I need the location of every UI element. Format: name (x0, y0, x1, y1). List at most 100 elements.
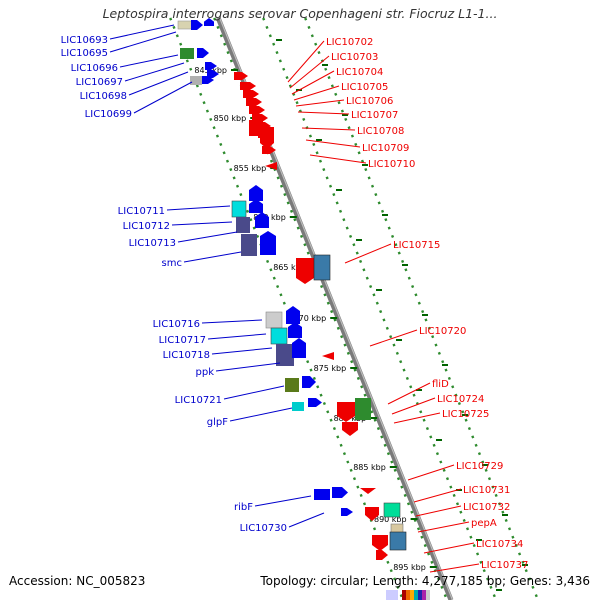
gene-label-right: fliD (432, 379, 449, 390)
track-dots (169, 17, 540, 600)
gene-block (249, 120, 263, 136)
gene-block (386, 590, 398, 600)
track-line-1 (169, 17, 405, 600)
leader-line (124, 62, 185, 82)
gene-label-right: LIC10732 (463, 502, 510, 513)
gene-block (418, 590, 422, 600)
gene-block (402, 590, 406, 600)
leader-line (109, 31, 177, 53)
gene-arrow (260, 231, 276, 255)
gene-block (383, 502, 401, 518)
gene-arrow (341, 508, 353, 516)
gene-label-right: LIC10702 (326, 37, 373, 48)
gene-label-left: LIC10699 (85, 109, 132, 120)
gene-arrow (205, 62, 217, 70)
gene-label-right: LIC10715 (393, 240, 440, 251)
leader-line (413, 488, 462, 503)
leader-line (171, 221, 233, 226)
gene-label-left: LIC10695 (61, 48, 108, 59)
leader-line (207, 333, 267, 340)
leader-line (293, 85, 340, 101)
gene-label-right: LIC10706 (346, 96, 393, 107)
scale-label: 890 kbp (374, 515, 407, 524)
leader-line (133, 81, 193, 114)
gene-block (426, 590, 430, 600)
gene-arrow (376, 550, 388, 560)
gene-label-right: LIC10710 (368, 159, 415, 170)
gene-arrow (202, 76, 214, 84)
leader-line (297, 111, 350, 115)
gene-arrow (191, 20, 203, 30)
gene-label-left: LIC10711 (118, 206, 165, 217)
gene-label-right: LIC10729 (456, 461, 503, 472)
scale-label: 875 kbp (314, 364, 347, 373)
gene-label-left: LIC10696 (71, 63, 118, 74)
gene-block (180, 48, 194, 59)
gene-label-right: LIC10709 (362, 143, 409, 154)
leader-line (287, 40, 325, 83)
gene-arrow (262, 146, 276, 154)
scale-label: 895 kbp (393, 563, 426, 572)
gene-block (241, 234, 257, 256)
gene-block (231, 200, 247, 218)
gene-label-left: ribF (234, 502, 253, 513)
gene-arrow (286, 306, 300, 324)
track-line-2 (213, 17, 449, 600)
gene-labels: LIC10693LIC10695LIC10696LIC10697LIC10698… (61, 35, 529, 571)
gene-arrow (249, 106, 265, 114)
gene-arrow (360, 488, 376, 494)
gene-label-left: glpF (207, 417, 228, 428)
leader-line (288, 512, 325, 528)
leader-line (177, 231, 238, 243)
scale-label: 870 kbp (294, 314, 327, 323)
scale-label: 865 kbp (273, 263, 306, 272)
gene-arrow (296, 258, 314, 284)
leader-line (215, 362, 281, 372)
gene-label-right: LIC10724 (437, 394, 484, 405)
gene-label-left: smc (162, 258, 182, 269)
gene-label-left: LIC10721 (175, 395, 222, 406)
leader-line (166, 205, 231, 211)
gene-arrow (243, 90, 259, 98)
gene-label-right: LIC10703 (331, 52, 378, 63)
gene-block (177, 20, 193, 30)
leader-line (391, 397, 436, 415)
genome-title: Leptospira interrogans serovar Copenhage… (102, 6, 498, 21)
gene-block (236, 217, 250, 233)
gene-arrow (197, 48, 209, 58)
gene-block (355, 398, 371, 420)
gene-arrow (302, 376, 316, 388)
gene-block (313, 254, 331, 281)
gene-arrow (249, 185, 263, 201)
scale-label: 885 kbp (353, 463, 386, 472)
gene-block (314, 489, 330, 500)
gene-arrow (234, 72, 248, 80)
track-line-4 (304, 17, 540, 600)
label-leaders (109, 24, 480, 573)
gene-label-right: LIC10737 (481, 560, 528, 571)
leader-line (211, 347, 273, 355)
leader-line (407, 464, 455, 481)
leader-line (305, 139, 361, 148)
leader-line (417, 521, 470, 533)
gene-arrow (337, 402, 355, 422)
leader-line (393, 412, 441, 424)
scale-label: 850 kbp (214, 114, 247, 123)
gene-arrow (288, 322, 302, 338)
leader-line (387, 382, 431, 405)
gene-arrow (240, 82, 256, 90)
gene-arrow (292, 338, 306, 358)
gene-label-right: LIC10707 (351, 110, 398, 121)
gene-arrow (265, 162, 277, 170)
gene-label-left: LIC10716 (153, 319, 200, 330)
gene-arrow (204, 18, 214, 26)
gene-arrow (255, 212, 269, 228)
leader-line (309, 154, 367, 164)
gene-label-left: LIC10693 (61, 35, 108, 46)
gene-arrow (249, 199, 263, 213)
accession-text: Accession: NC_005823 (9, 574, 146, 588)
gene-block (292, 402, 304, 411)
gene-block (389, 531, 407, 551)
leader-line (119, 54, 179, 68)
scale-label: 855 kbp (234, 164, 267, 173)
